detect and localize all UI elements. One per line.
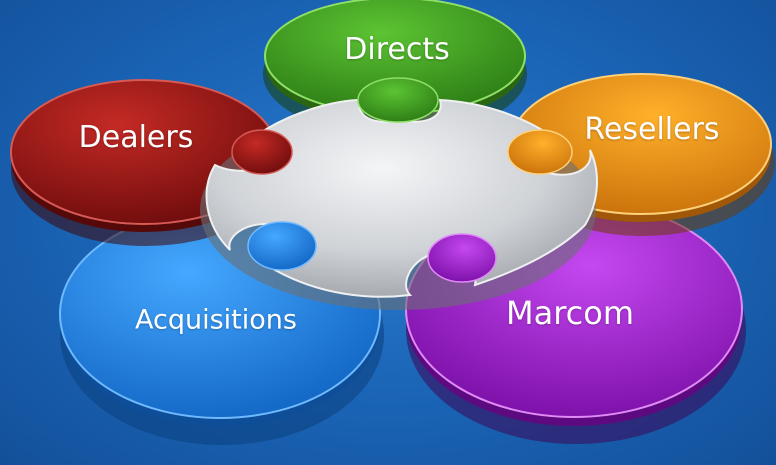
directs-label: Directs — [344, 32, 450, 67]
resellers-label: Resellers — [584, 112, 720, 147]
puzzle-knobs — [231, 77, 573, 283]
marcom-label: Marcom — [505, 294, 635, 332]
dealers-label: Dealers — [78, 120, 194, 155]
acquisitions-label: Acquisitions — [135, 304, 297, 336]
